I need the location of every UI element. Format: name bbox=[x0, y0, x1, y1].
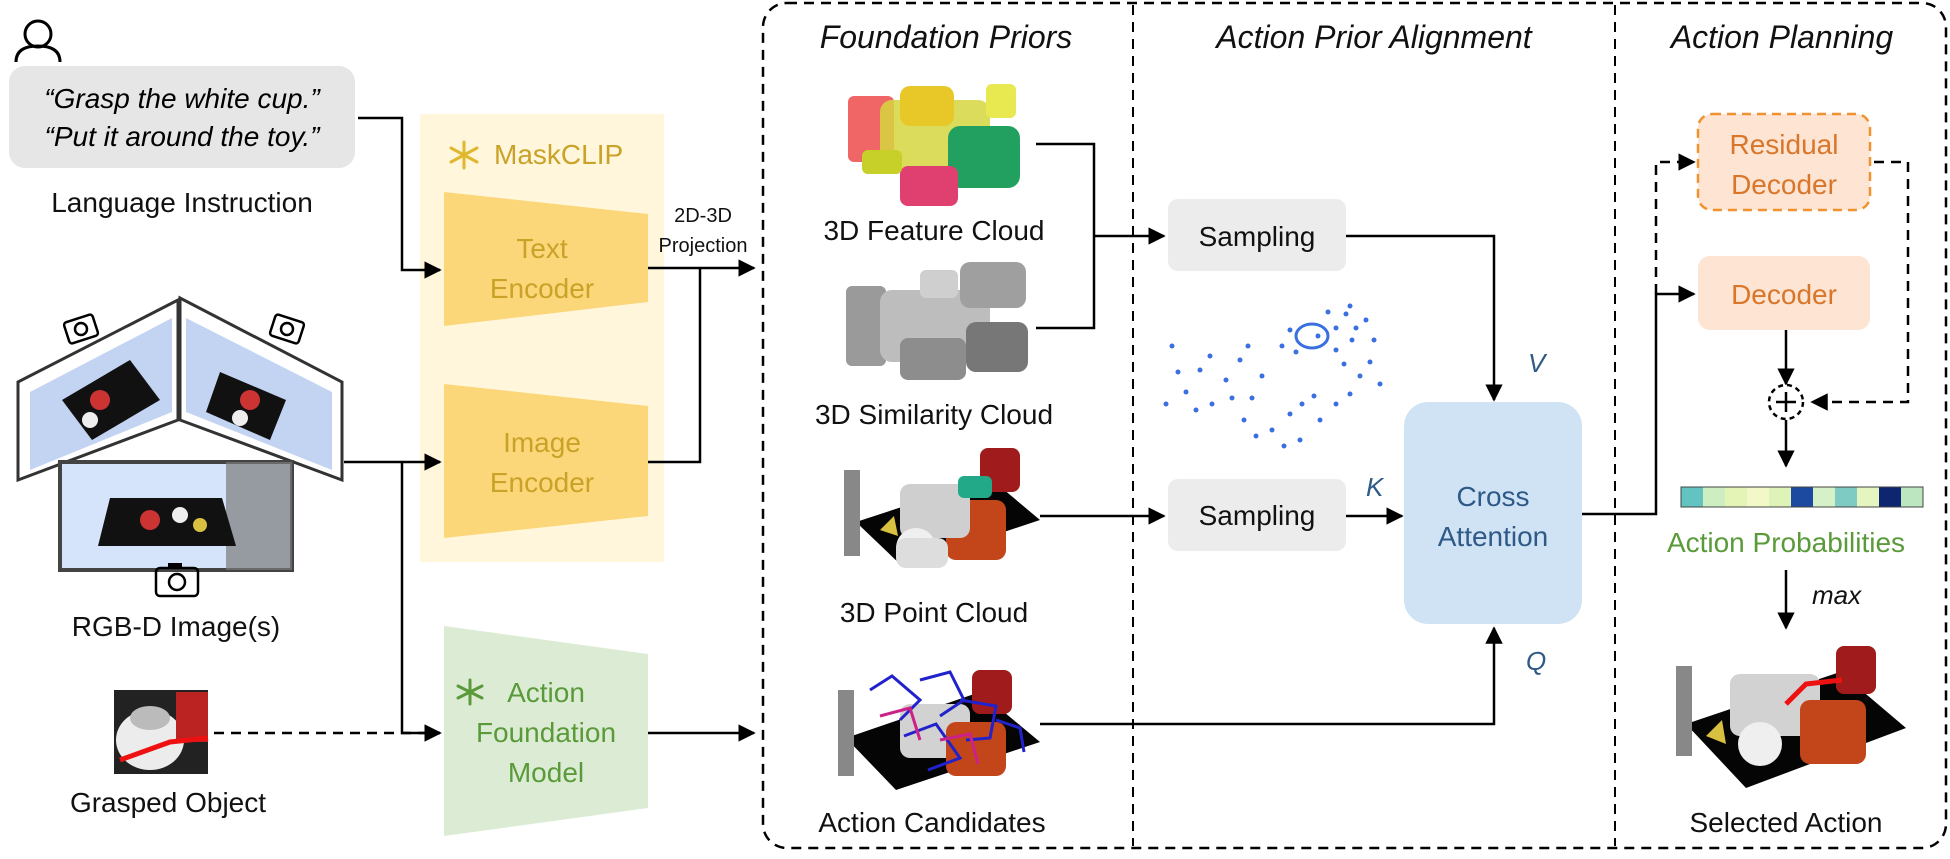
pipeline-frame bbox=[761, 1, 1948, 850]
similarity-cloud-image bbox=[846, 262, 1028, 380]
selected-action-image bbox=[1676, 646, 1906, 788]
camera-icon bbox=[154, 563, 200, 598]
projection-label-1: 2D-3D bbox=[674, 205, 732, 227]
decoder-label: Decoder bbox=[1731, 279, 1837, 310]
maskclip-title: MaskCLIP bbox=[494, 139, 623, 170]
instruction-line-1: “Grasp the white cup.” bbox=[44, 83, 321, 114]
cross-attention-label-1: Cross bbox=[1456, 481, 1529, 512]
image-encoder-block bbox=[444, 384, 648, 538]
instruction-caption: Language Instruction bbox=[51, 187, 313, 218]
grasped-caption: Grasped Object bbox=[70, 787, 266, 818]
text-encoder-label-2: Encoder bbox=[490, 273, 594, 304]
sampling-label-bottom: Sampling bbox=[1199, 500, 1316, 531]
action-foundation-label-3: Model bbox=[508, 757, 584, 788]
point-cloud-label: 3D Point Cloud bbox=[840, 597, 1028, 628]
projection-label-2: Projection bbox=[659, 235, 748, 257]
image-encoder-label-2: Encoder bbox=[490, 467, 594, 498]
text-encoder-block bbox=[444, 192, 648, 326]
residual-decoder-block bbox=[1696, 112, 1872, 212]
max-label: max bbox=[1812, 580, 1862, 610]
instruction-line-2: “Put it around the toy.” bbox=[45, 121, 322, 152]
camera-icon bbox=[268, 313, 306, 345]
similarity-cloud-label: 3D Similarity Cloud bbox=[815, 399, 1053, 430]
sampled-cup-outline bbox=[1294, 322, 1330, 350]
attention-to-decoder bbox=[1582, 285, 1696, 516]
sampling-box-top bbox=[1168, 199, 1346, 271]
sampling-box-bottom bbox=[1168, 479, 1346, 551]
residual-decoder-label-2: Decoder bbox=[1731, 169, 1837, 200]
snowflake-icon bbox=[449, 140, 479, 170]
k-label: K bbox=[1366, 472, 1385, 502]
feature-cloud-label: 3D Feature Cloud bbox=[823, 215, 1044, 246]
cross-attention-block bbox=[1404, 402, 1582, 624]
point-cloud-image bbox=[844, 448, 1040, 568]
selected-action-label: Selected Action bbox=[1689, 807, 1882, 838]
rgbd-caption: RGB-D Image(s) bbox=[72, 611, 280, 642]
residual-decoder-label-1: Residual bbox=[1730, 129, 1839, 160]
action-probabilities-label: Action Probabilities bbox=[1667, 527, 1905, 558]
image-encoder-label-1: Image bbox=[503, 427, 581, 458]
section-alignment: Action Prior Alignment bbox=[1214, 19, 1533, 55]
v-label: V bbox=[1528, 348, 1548, 378]
section-planning: Action Planning bbox=[1669, 19, 1894, 55]
action-foundation-block bbox=[444, 626, 648, 836]
residual-to-sum bbox=[1810, 160, 1910, 411]
section-foundation-priors: Foundation Priors bbox=[820, 19, 1073, 55]
snowflake-icon bbox=[456, 678, 484, 706]
q-label: Q bbox=[1526, 646, 1546, 676]
action-candidates-label: Action Candidates bbox=[818, 807, 1045, 838]
prior-connectors bbox=[1036, 142, 1503, 726]
action-candidates-image bbox=[838, 670, 1040, 790]
input-connectors bbox=[344, 116, 756, 742]
user-icon bbox=[14, 19, 62, 63]
feature-cloud-image bbox=[848, 84, 1020, 206]
rgbd-images bbox=[16, 295, 344, 572]
camera-icon bbox=[62, 313, 100, 345]
grasped-object-image bbox=[114, 690, 209, 774]
sum-node bbox=[1767, 383, 1805, 421]
instruction-bubble bbox=[9, 66, 355, 168]
probability-bar bbox=[1680, 486, 1924, 508]
action-foundation-label-1: Action bbox=[507, 677, 585, 708]
decoder-block bbox=[1698, 256, 1870, 330]
sampled-points-image bbox=[1163, 303, 1383, 449]
text-encoder-label-1: Text bbox=[516, 233, 568, 264]
cross-attention-label-2: Attention bbox=[1438, 521, 1549, 552]
sampling-label-top: Sampling bbox=[1199, 221, 1316, 252]
action-foundation-label-2: Foundation bbox=[476, 717, 616, 748]
attention-to-residual bbox=[1654, 153, 1696, 294]
